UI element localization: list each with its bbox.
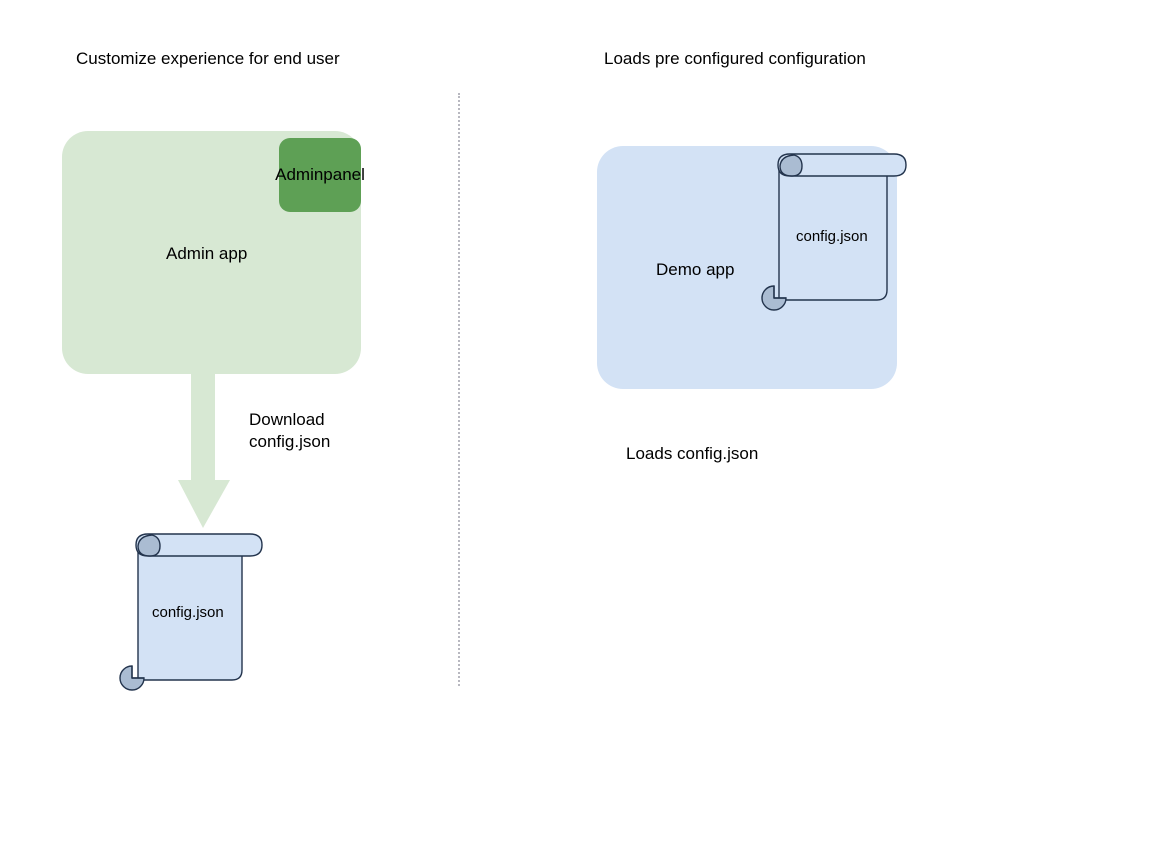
config-json-document-right[interactable] (761, 152, 912, 311)
demo-app-label: Demo app (656, 260, 735, 279)
vertical-dotted-divider (458, 93, 460, 686)
config-json-document-left[interactable] (119, 528, 266, 691)
admin-app-label: Admin app (166, 244, 248, 263)
admin-panel-badge[interactable]: Admin panel (275, 138, 365, 212)
download-arrow-label-line1: Download (249, 410, 325, 429)
download-arrow-label-line2: config.json (249, 432, 331, 451)
right-section-title: Loads pre configured configuration (604, 49, 866, 68)
left-section-title: Customize experience for end user (76, 49, 340, 68)
admin-panel-badge-line1: Admin (275, 165, 324, 184)
config-json-document-left-label: config.json (152, 604, 224, 621)
download-arrow-label: Download config.json (249, 409, 330, 453)
loads-config-caption: Loads config.json (626, 444, 759, 463)
admin-panel-badge-line2: panel (323, 165, 365, 184)
config-json-document-right-label: config.json (796, 228, 868, 245)
download-arrow-icon (170, 370, 240, 532)
